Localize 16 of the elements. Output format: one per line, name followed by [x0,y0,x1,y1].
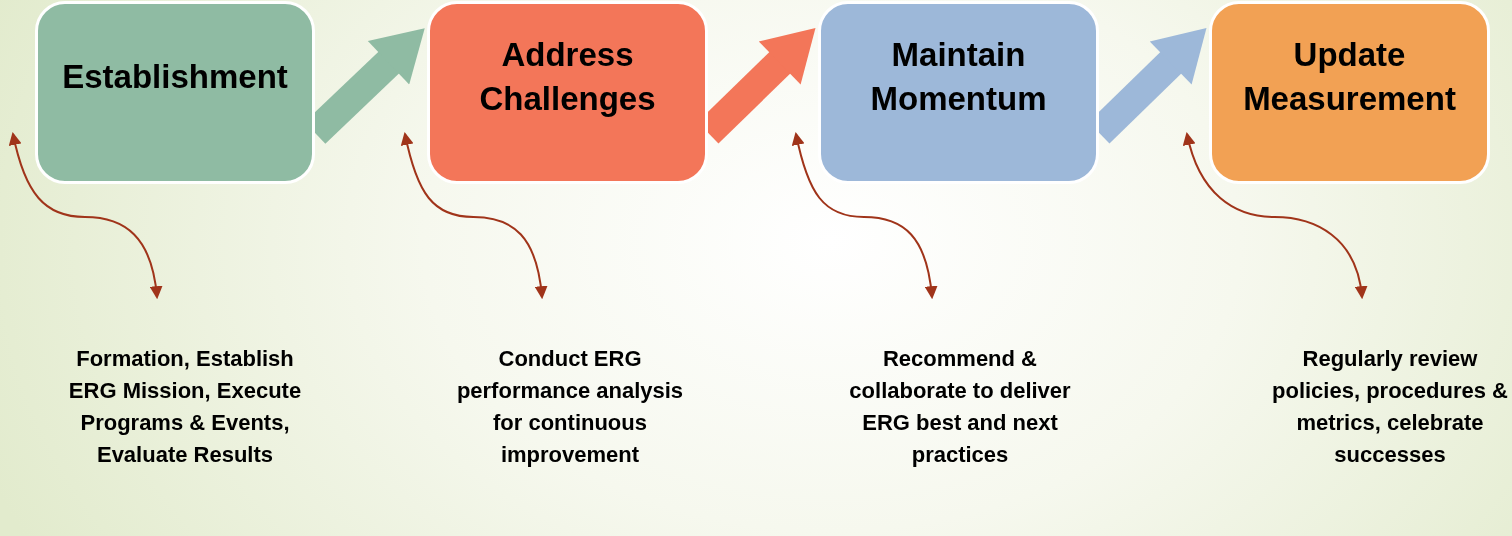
step-title: Establishment [62,56,288,97]
step-description: Regularly review policies, procedures & metrics, celebrate successes [1271,345,1509,469]
step-box [818,1,1099,184]
step-description: Recommend & collaborate to deliver ERG best and next practices [848,345,1072,469]
curved-arrow [9,131,163,300]
step-description: Formation, Establish ERG Mission, Execute Programs & Events, Evaluate Results [67,345,303,469]
step-title: Address Challenges [478,34,657,119]
step-box [35,1,315,184]
curved-arrow [791,131,938,300]
step-description: Conduct ERG performance analysis for continuous improvement [455,345,685,469]
step-box [1209,1,1490,184]
curved-arrow [1183,131,1367,300]
step-box [427,1,708,184]
step-title: Update Measurement [1242,34,1457,119]
curved-arrow [400,131,548,300]
step-title: Maintain Momentum [869,34,1048,119]
